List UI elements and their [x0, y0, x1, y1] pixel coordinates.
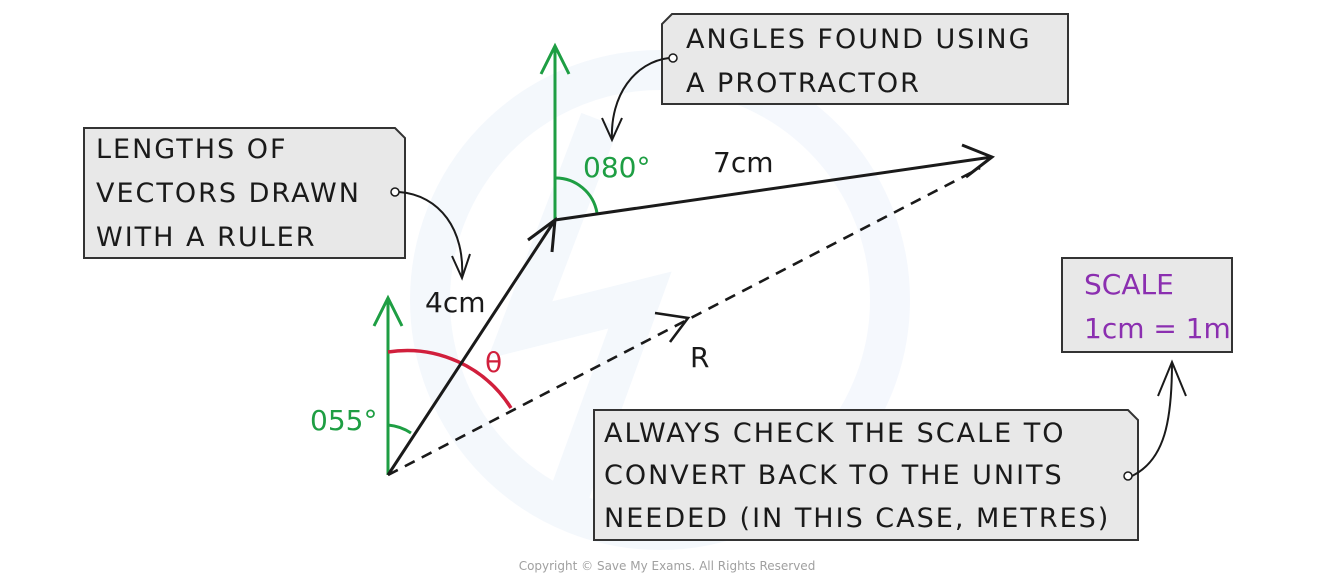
vector-resultant — [387, 166, 981, 477]
scale-ratio: 1cm = 1m — [1084, 312, 1231, 345]
note-check-line-3: NEEDED (IN THIS CASE, METRES) — [604, 503, 1110, 534]
note-lengths-line-1: LENGTHS OF — [96, 134, 288, 165]
label-resultant: R — [690, 341, 709, 374]
note-lengths-line-3: WITH A RULER — [96, 222, 316, 253]
pointer-check — [1123, 359, 1187, 481]
note-check-line-1: ALWAYS CHECK THE SCALE TO — [604, 418, 1066, 449]
note-angles-line-2: A PROTRACTOR — [686, 68, 921, 99]
note-scale: SCALE 1cm = 1m — [1061, 257, 1233, 353]
bearing-arc-055 — [387, 423, 412, 435]
label-bearing-080: 080° — [583, 151, 650, 184]
label-4cm: 4cm — [425, 286, 485, 319]
note-angles: ANGLES FOUND USING A PROTRACTOR — [661, 13, 1069, 105]
label-bearing-055: 055° — [310, 404, 377, 437]
pointer-angles — [601, 53, 678, 143]
note-angles-line-1: ANGLES FOUND USING — [686, 24, 1032, 55]
note-lengths: LENGTHS OF VECTORS DRAWN WITH A RULER — [83, 127, 406, 259]
north-line-middle — [539, 42, 571, 220]
note-check: ALWAYS CHECK THE SCALE TO CONVERT BACK T… — [593, 409, 1139, 541]
note-lengths-line-2: VECTORS DRAWN — [96, 178, 361, 209]
north-line-start — [372, 294, 404, 475]
vector-7cm — [554, 143, 996, 222]
label-theta: θ — [485, 346, 502, 379]
bearing-arc-080 — [554, 176, 599, 214]
pointer-lengths — [390, 187, 471, 281]
scale-title: SCALE — [1084, 268, 1174, 301]
copyright-text: Copyright © Save My Exams. All Rights Re… — [519, 559, 816, 573]
note-check-line-2: CONVERT BACK TO THE UNITS — [604, 460, 1064, 491]
label-7cm: 7cm — [713, 146, 773, 179]
theta-arc — [387, 348, 513, 409]
